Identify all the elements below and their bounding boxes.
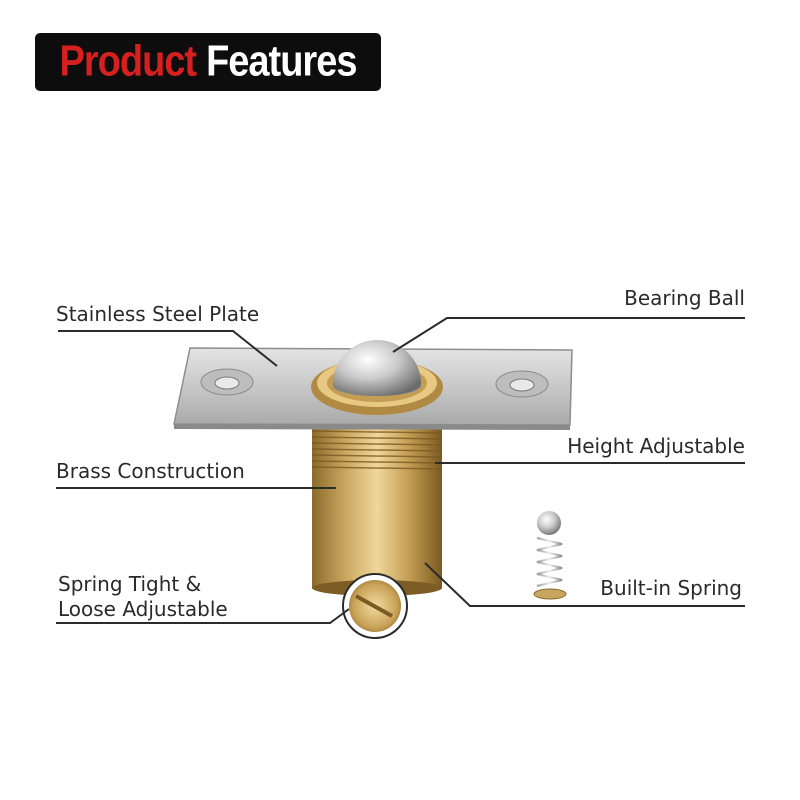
leader-bearing-ball bbox=[392, 317, 745, 353]
label-spring-line-1: Spring Tight & bbox=[58, 572, 202, 596]
label-brass-construction: Brass Construction bbox=[56, 459, 245, 483]
label-bearing-ball: Bearing Ball bbox=[624, 286, 745, 310]
callout-leader-lines bbox=[56, 317, 745, 624]
banner-word-product: Product bbox=[59, 37, 198, 86]
built-in-spring-parts bbox=[533, 511, 567, 600]
label-height-adjustable: Height Adjustable bbox=[567, 434, 745, 458]
leader-built-in-spring bbox=[424, 562, 745, 607]
label-spring-line-2: Loose Adjustable bbox=[58, 597, 228, 621]
spring-adjust-end-cap bbox=[342, 573, 408, 639]
label-built-in-spring: Built-in Spring bbox=[600, 576, 742, 600]
leader-spring-adjust bbox=[56, 608, 350, 624]
product-features-banner: Product Features bbox=[35, 33, 381, 91]
bearing-ball-assembly bbox=[311, 340, 443, 415]
brass-body bbox=[311, 425, 443, 596]
leader-stainless-steel-plate bbox=[58, 330, 278, 367]
label-stainless-steel-plate: Stainless Steel Plate bbox=[56, 302, 260, 326]
banner-word-features: Features bbox=[206, 37, 357, 86]
